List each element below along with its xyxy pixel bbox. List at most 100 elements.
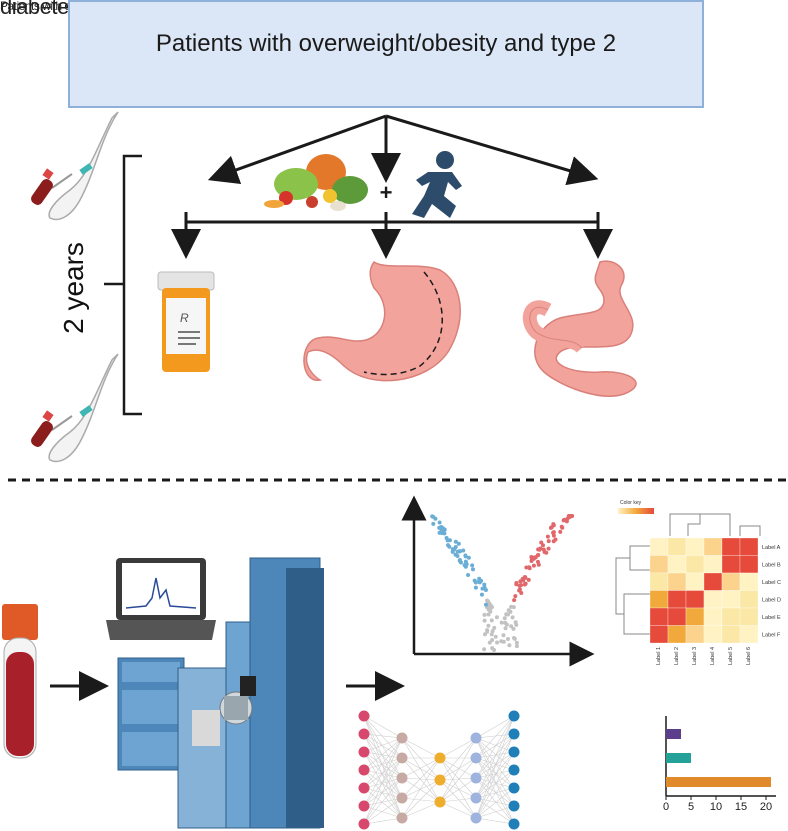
nn-edge	[439, 779, 477, 799]
nn-node	[396, 792, 408, 804]
nn-edge	[363, 715, 403, 739]
nn-node	[470, 792, 482, 804]
heatmap-cell	[721, 555, 741, 574]
volcano-point	[490, 638, 495, 643]
heatmap-row-label: Label E	[762, 615, 781, 621]
heatmap-cell	[721, 607, 741, 626]
heatmap-col-label: Label 3	[692, 647, 698, 665]
bar	[666, 729, 681, 739]
nn-edge	[475, 715, 515, 779]
nn-edge	[363, 769, 403, 799]
heatmap-cell	[649, 625, 669, 644]
nn-edge	[475, 787, 515, 819]
nn-edge	[475, 751, 515, 759]
nn-edge	[475, 733, 515, 819]
volcano-point	[514, 640, 519, 645]
heatmap-cell	[721, 572, 741, 591]
volcano-point	[470, 567, 475, 572]
volcano-point	[440, 531, 445, 536]
heatmap-col-label: Label 1	[656, 647, 662, 665]
nn-node	[396, 812, 408, 824]
nn-edge	[475, 733, 515, 779]
nn-node	[358, 764, 370, 776]
nn-edge	[363, 737, 403, 807]
volcano-point	[514, 582, 519, 587]
nn-edge	[439, 757, 477, 779]
x-tick-label: 10	[710, 801, 722, 813]
heatmap-cell	[685, 625, 705, 644]
nn-edge	[363, 769, 403, 819]
heatmap-cell	[739, 555, 759, 574]
nn-node	[508, 764, 520, 776]
volcano-point	[473, 580, 478, 585]
volcano-point	[430, 514, 435, 519]
bar	[666, 753, 691, 763]
nn-edge	[363, 757, 403, 807]
nn-edge	[401, 779, 441, 819]
nn-edge	[363, 737, 403, 771]
nn-node	[434, 796, 446, 808]
volcano-point	[513, 594, 518, 599]
nn-edge	[439, 777, 477, 781]
volcano-point	[545, 534, 550, 539]
blood-tube-icon	[2, 604, 38, 759]
nn-edge	[401, 757, 441, 799]
volcano-point	[463, 554, 468, 559]
heatmap-row-label: Label F	[762, 633, 781, 639]
nn-edge	[475, 797, 515, 807]
nn-edge	[439, 757, 477, 819]
heatmap-cell	[721, 590, 741, 609]
heatmap-cell	[703, 625, 723, 644]
heatmap-row-label: Label B	[762, 563, 781, 569]
nn-edge	[401, 757, 441, 819]
nn-edge	[363, 777, 403, 807]
heatmap-cell	[739, 607, 759, 626]
nn-edge	[439, 797, 477, 803]
nn-node	[508, 818, 520, 830]
volcano-point	[482, 618, 487, 623]
nn-edge	[363, 777, 403, 825]
nn-edge	[475, 737, 515, 825]
volcano-point	[447, 538, 452, 543]
volcano-point	[456, 541, 461, 546]
volcano-point	[479, 578, 484, 583]
volcano-point	[514, 644, 519, 649]
volcano-point	[493, 634, 498, 639]
heatmap-row-label: Label C	[762, 580, 781, 586]
nn-node	[358, 782, 370, 794]
nn-edge	[363, 805, 403, 819]
title-box: Patients with overweight/obesity and typ…	[68, 0, 704, 108]
heatmap-cell	[649, 572, 669, 591]
nn-edge	[439, 737, 477, 759]
volcano-point	[519, 583, 524, 588]
heatmap-cell	[721, 537, 741, 556]
nn-node	[396, 732, 408, 744]
nn-edge	[363, 715, 403, 799]
nn-node	[508, 728, 520, 740]
nn-edge	[475, 715, 515, 739]
volcano-point	[447, 544, 452, 549]
volcano-point	[509, 624, 514, 629]
volcano-point	[483, 587, 488, 592]
volcano-point	[505, 612, 510, 617]
nn-node	[508, 800, 520, 812]
volcano-point	[453, 539, 458, 544]
nn-edge	[363, 737, 403, 825]
nn-edge	[401, 737, 441, 803]
volcano-point	[509, 604, 514, 609]
volcano-point	[531, 563, 536, 568]
volcano-plot	[401, 495, 595, 667]
nn-node	[358, 746, 370, 758]
nn-edge	[363, 733, 403, 819]
nn-edge	[401, 801, 441, 819]
nn-edge	[401, 757, 441, 803]
volcano-point	[495, 640, 500, 645]
heatmap-cell	[649, 537, 669, 556]
volcano-point	[541, 547, 546, 552]
nn-edge	[475, 777, 515, 825]
heatmap-cell	[739, 537, 759, 556]
volcano-point	[564, 519, 569, 524]
volcano-point	[479, 592, 484, 597]
